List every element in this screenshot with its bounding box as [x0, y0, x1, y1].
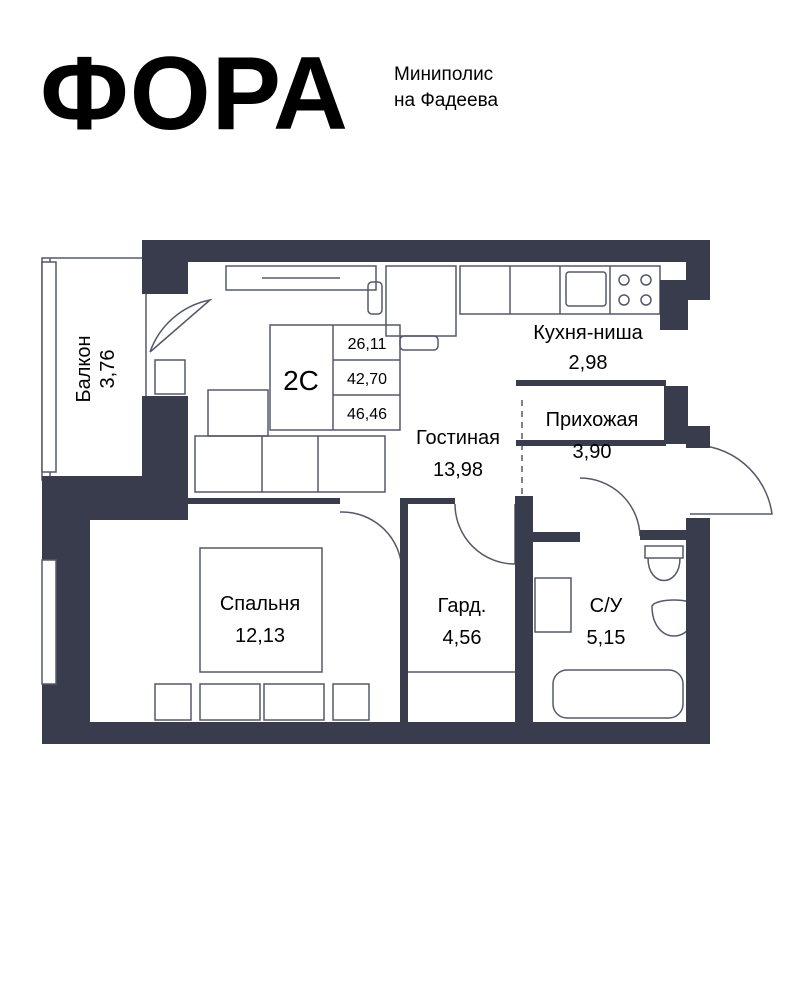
balcony-label: Балкон 3,76: [73, 335, 119, 402]
wall-top: [142, 240, 710, 262]
balcony-door-sill: [154, 359, 186, 395]
wall-right-mid: [686, 426, 710, 448]
wall-right-pillar-2: [664, 386, 688, 444]
hallway-name: Прихожая: [546, 409, 639, 431]
subtitle-line-2: на Фадеева: [394, 90, 499, 111]
wall-bedroom-right: [400, 498, 408, 724]
wardrobe-name: Гард.: [438, 595, 487, 617]
living-area: 13,98: [433, 459, 483, 481]
entrance-door: [689, 444, 773, 515]
toilet: [644, 545, 684, 582]
wall-hallway-bottom: [516, 440, 666, 446]
chair: [367, 281, 383, 315]
balcony-area: 3,76: [97, 350, 119, 389]
pillow: [199, 683, 261, 721]
stove-burner-4: [640, 294, 652, 306]
wall-right-pillar: [660, 280, 688, 330]
balcony-window: [41, 261, 57, 473]
brand-subtitle: Миниполис на Фадеева: [394, 62, 498, 114]
balcony-name: Балкон: [73, 335, 95, 402]
wall-bathroom-top: [525, 532, 580, 542]
stove-burner: [618, 274, 630, 286]
info-box: [269, 324, 401, 431]
stove-burner-3: [618, 294, 630, 306]
kitchen-area: 2,98: [569, 352, 608, 374]
wall-kitchen-divider: [516, 380, 666, 386]
wall-bedroom-top-2: [188, 498, 340, 504]
stove-burner-2: [640, 274, 652, 286]
bathroom-door: [579, 477, 641, 537]
living-window: [225, 265, 377, 291]
bedroom-door: [339, 511, 403, 573]
wall-bathroom-top-2: [640, 530, 688, 540]
wall-wardrobe-right: [515, 496, 525, 724]
balcony-door: [149, 298, 213, 353]
nightstand-2: [332, 683, 370, 721]
wall-right-upper: [686, 240, 710, 300]
bedroom-name: Спальня: [220, 593, 300, 615]
apartment-area-total: 42,70: [347, 371, 387, 388]
wall-bedroom-top-3: [400, 498, 455, 504]
shower-drain: [534, 577, 572, 633]
bathroom-area: 5,15: [587, 627, 626, 649]
living-name: Гостиная: [416, 427, 500, 449]
apartment-area-with-balcony: 46,46: [347, 406, 387, 423]
bedroom-window: [41, 559, 57, 685]
apartment-type: 2С: [283, 365, 319, 396]
wall-top-left-block: [142, 240, 188, 294]
bathtub: [552, 669, 684, 719]
wardrobe-area: 4,56: [443, 627, 482, 649]
bedroom-area: 12,13: [235, 625, 285, 647]
wardrobe-door: [454, 503, 516, 565]
wall-bedroom-top: [88, 498, 188, 520]
bathroom-name: С/У: [590, 595, 623, 617]
hallway-area: 3,90: [573, 441, 612, 463]
sofa-arm: [207, 389, 269, 437]
subtitle-line-1: Миниполис: [394, 64, 494, 85]
pillow-2: [263, 683, 325, 721]
kitchen-name: Кухня-ниша: [533, 322, 643, 344]
walls: [42, 240, 710, 744]
bed: [199, 547, 323, 673]
sofa: [194, 435, 386, 493]
wall-bottom: [42, 722, 710, 744]
wall-bathroom-left: [525, 496, 533, 724]
chair-2: [399, 335, 439, 351]
kitchen-sink: [565, 271, 607, 307]
nightstand: [154, 683, 192, 721]
header: ФОРА Миниполис на Фадеева: [0, 0, 800, 180]
brand-logo: ФОРА: [40, 36, 349, 152]
apartment-area-living: 26,11: [348, 336, 387, 353]
wall-right-lower: [686, 518, 710, 744]
